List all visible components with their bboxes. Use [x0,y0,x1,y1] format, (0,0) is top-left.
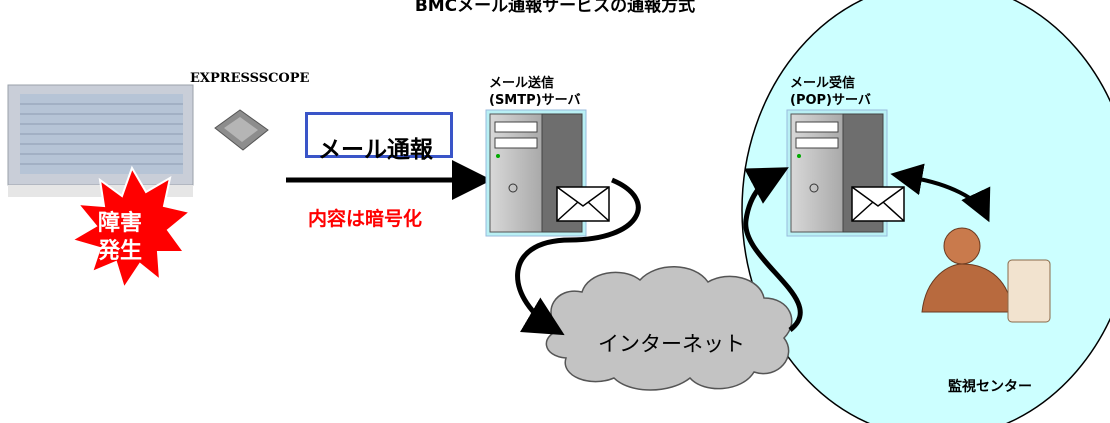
mail-notify-label: メール通報 [318,137,433,163]
pop-server-label-line1: メール受信 [790,76,856,91]
trouble-burst [69,165,193,291]
smtp-server-icon [485,109,587,237]
expresscope-label: EXPRESSSCOPE [190,71,310,86]
pop-server-label-line2: (POP)サーバ [790,93,871,108]
operator-icon [921,227,1051,323]
smtp-server-label-line1: メール送信 [489,76,555,91]
internet-label: インターネット [598,332,745,356]
bmc-chip-image [214,109,269,151]
flow-pop-to-operator [890,163,991,223]
flow-internet-to-pop [743,167,803,332]
diagram-title: BMCメール通報サービスの通報方式 [414,0,696,16]
envelope-icon [851,186,905,222]
monitoring-center-label: 監視センター [948,379,1032,395]
mail-notify-box [305,112,453,158]
trouble-label-line1: 障害 [98,211,143,236]
trouble-label-line2: 発生 [98,239,143,264]
internet-cloud [545,266,793,391]
flow-smtp-to-internet [515,177,641,336]
smtp-server-label-line2: (SMTP)サーバ [489,93,581,108]
encrypted-label: 内容は暗号化 [308,208,423,230]
rack-server-image [7,84,194,197]
envelope-icon [556,186,610,222]
